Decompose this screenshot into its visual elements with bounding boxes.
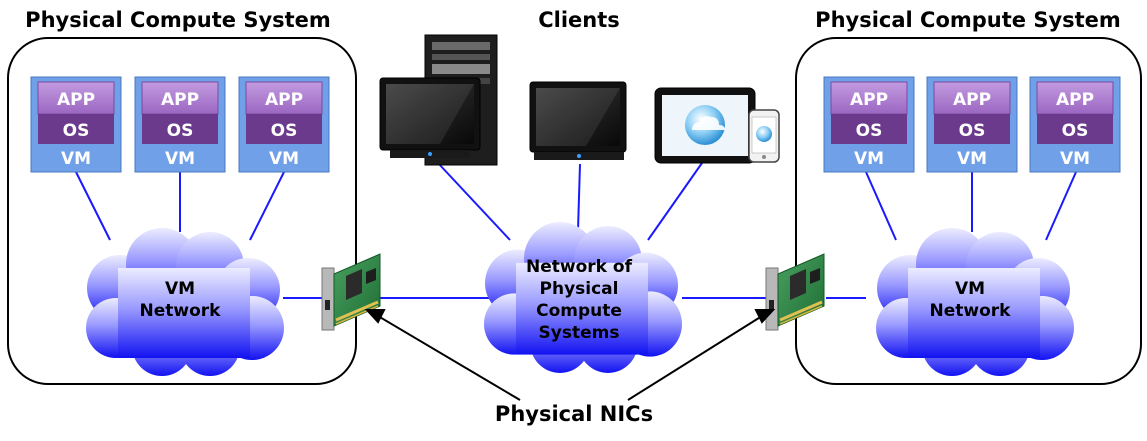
vm-stack: APP OS VM: [823, 76, 915, 173]
center-cloud-line4: Systems: [539, 323, 620, 343]
os-label: OS: [271, 121, 298, 141]
monitor-icon: [529, 81, 627, 160]
left-nic-card-icon: [320, 252, 382, 332]
app-label: APP: [57, 90, 95, 110]
center-cloud-line1: Network of: [526, 257, 633, 277]
app-label: APP: [161, 90, 199, 110]
right-cloud-line1: VM: [955, 279, 985, 299]
right-cloud-line2: Network: [930, 301, 1012, 321]
os-label: OS: [856, 121, 883, 141]
center-cloud-line3: Compute: [536, 301, 622, 321]
app-label: APP: [850, 90, 888, 110]
vm-stack: APP OS VM: [926, 76, 1018, 173]
app-label: APP: [265, 90, 303, 110]
os-label: OS: [959, 121, 986, 141]
app-label: APP: [1056, 90, 1094, 110]
smartphone-icon: [748, 109, 780, 163]
app-label: APP: [953, 90, 991, 110]
right-system-box: [795, 37, 1142, 385]
vm-label: VM: [957, 149, 987, 169]
vm-label: VM: [165, 149, 195, 169]
physical-nics-label: Physical NICs: [495, 402, 653, 426]
vm-label: VM: [1060, 149, 1090, 169]
os-label: OS: [1062, 121, 1089, 141]
vm-label: VM: [61, 149, 91, 169]
os-label: OS: [167, 121, 194, 141]
right-system-title: Physical Compute System: [815, 8, 1121, 32]
left-cloud-line1: VM: [165, 279, 195, 299]
vm-stack: APP OS VM: [134, 76, 226, 173]
vm-stack: APP OS VM: [1029, 76, 1121, 173]
network-links: [75, 162, 1077, 299]
nic-pointer-arrows: [364, 309, 776, 401]
center-cloud-line2: Physical: [540, 279, 619, 299]
vm-stack: APP OS VM: [30, 76, 122, 173]
left-system-box: [7, 37, 357, 385]
clients-title: Clients: [538, 8, 620, 32]
desktop-computer-icon: [379, 34, 498, 166]
vm-label: VM: [854, 149, 884, 169]
tablet-icon: [654, 87, 756, 164]
left-system-title: Physical Compute System: [25, 8, 331, 32]
left-cloud-line2: Network: [140, 301, 222, 321]
os-label: OS: [63, 121, 90, 141]
vm-label: VM: [269, 149, 299, 169]
vm-stack: APP OS VM: [238, 76, 330, 173]
